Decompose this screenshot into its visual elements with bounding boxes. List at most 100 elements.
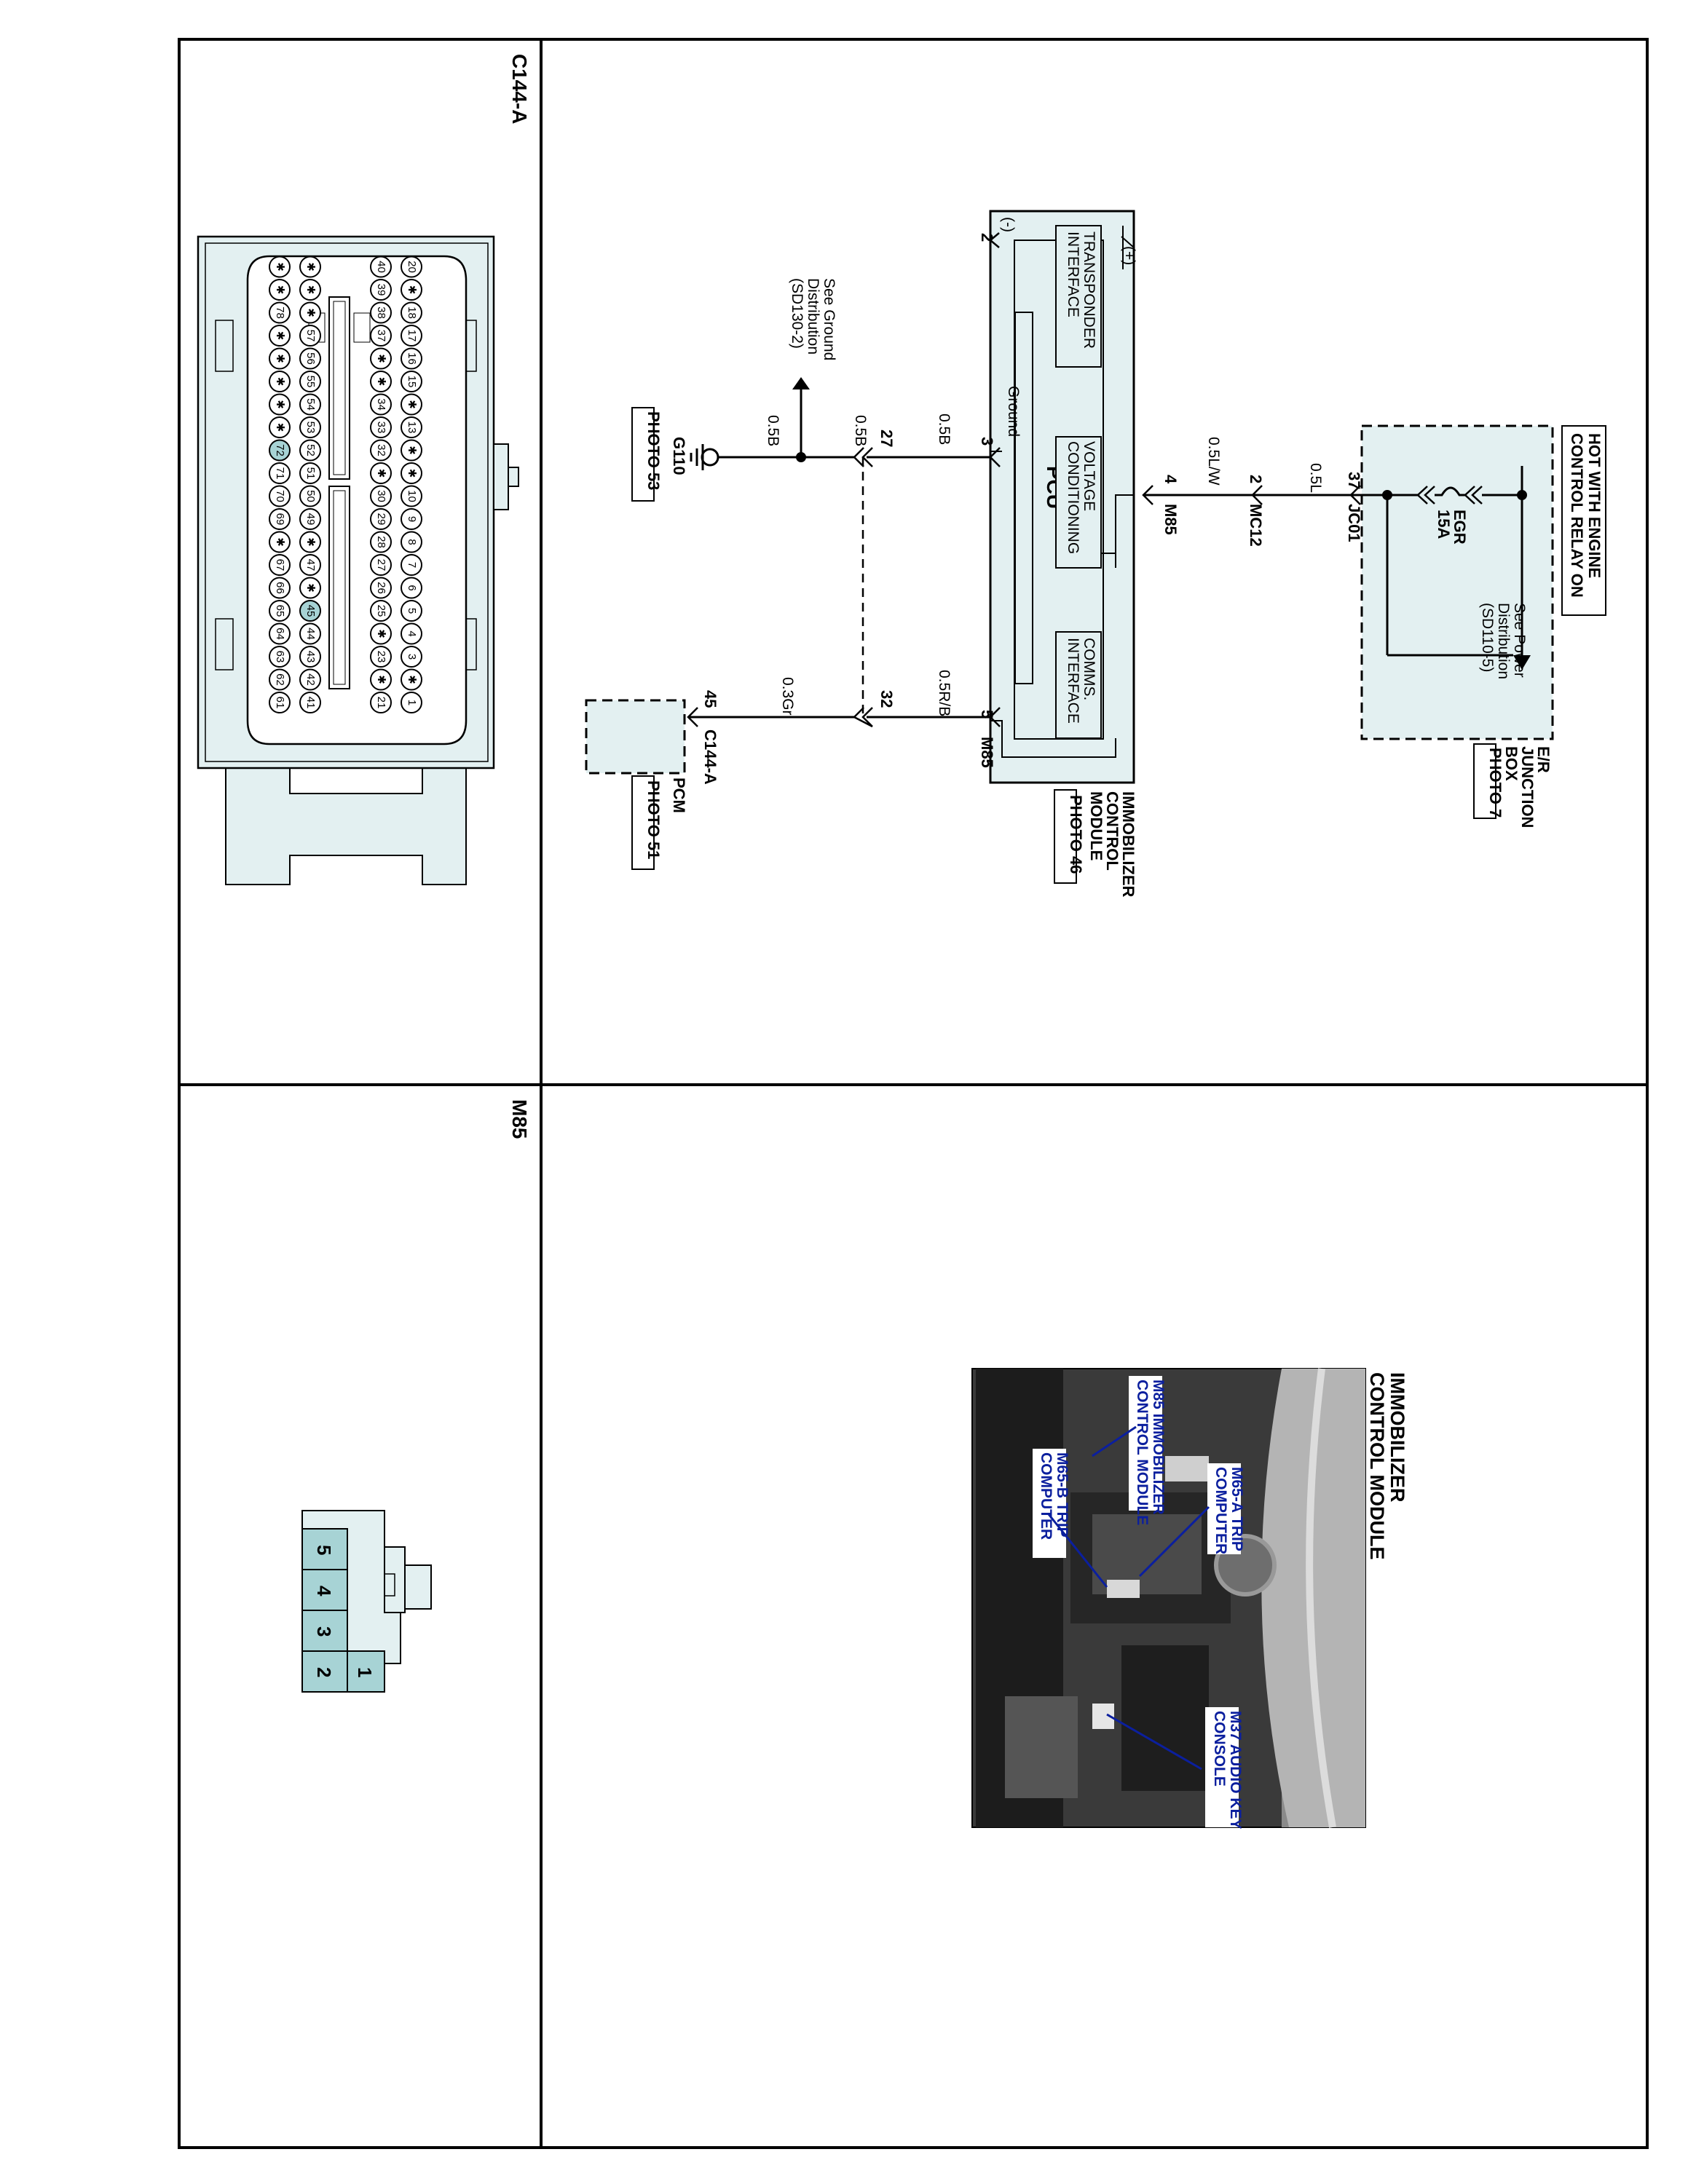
- c144a-pin-cavity: [370, 692, 392, 713]
- m85-pin-label: 5: [313, 1545, 335, 1555]
- mc12-wire: 0.5L/W: [1205, 437, 1222, 486]
- jc01-connector: JC01: [1345, 504, 1363, 542]
- photo-callouts: M65-A TRIP COMPUTER M85 IMMOBILIZER CONT…: [1033, 1376, 1245, 1829]
- c144a-pin-cavity: [269, 600, 291, 622]
- c144a-pin-label: 32: [375, 444, 387, 456]
- c144a-pin-cavity: [401, 646, 422, 668]
- power-feed-wire: 37 JC01 0.5L 2 MC12 0.5L/W: [1142, 437, 1387, 547]
- c144a-pin-label: ✱: [406, 675, 418, 684]
- c144a-pin-label: 52: [304, 444, 317, 456]
- ground-ref-line: See Ground: [821, 278, 837, 360]
- photo-title: CONTROL MODULE: [1366, 1372, 1388, 1560]
- c144a-pin-label: ✱: [375, 377, 387, 387]
- c144a-pin-cavity: [401, 622, 422, 645]
- m85-pin-cell-1: [347, 1650, 385, 1693]
- c144a-pin-label: 6: [406, 585, 418, 590]
- c144a-pin-cavity: [299, 577, 321, 599]
- comms-label: COMMS.: [1081, 638, 1097, 700]
- c144a-pin-cavity: [401, 371, 422, 392]
- c144a-pin-label: ✱: [406, 285, 418, 295]
- callout-m65b: COMPUTER: [1038, 1452, 1054, 1540]
- er-junction-box: E/R JUNCTION BOX PHOTO 7: [1360, 424, 1554, 828]
- junction-box-name: E/R: [1534, 746, 1553, 773]
- c144a-pin-cavity: [401, 393, 422, 416]
- c144a-pin-label: ✱: [274, 537, 286, 547]
- c144a-pin-cavity: [269, 622, 291, 645]
- c144a-pin-cavity: [269, 508, 291, 530]
- m85-pin-cell-2: [301, 1650, 348, 1693]
- c144a-pin-label: 37: [375, 330, 387, 342]
- mc12-pin: 2: [1247, 475, 1265, 483]
- c144a-pin-label: ✱: [274, 331, 286, 341]
- voltage-label: CONDITIONING: [1065, 441, 1081, 554]
- c144a-pin-label: 42: [304, 673, 317, 686]
- c144a-pin-cavity: [401, 600, 422, 622]
- c144a-pin-label: ✱: [304, 537, 317, 547]
- c144a-pin-cavity: [401, 301, 422, 324]
- photo-title: IMMOBILIZER: [1387, 1372, 1408, 1502]
- module-name: CONTROL: [1103, 791, 1121, 871]
- c144a-pin-cavity: [370, 531, 392, 553]
- c144a-pin-label: 3: [406, 654, 418, 660]
- c144a-pin-cavity: [401, 416, 422, 438]
- c144a-pin-label: 67: [274, 559, 286, 571]
- transponder-label: INTERFACE: [1065, 232, 1081, 317]
- c144a-pin-cavity: [370, 325, 392, 347]
- c144a-pin-cavity: [269, 371, 291, 392]
- pcm-wire-label: 0.3Gr: [779, 677, 796, 716]
- c144a-pin-cavity: [370, 508, 392, 530]
- power-ref-line: See Power: [1511, 603, 1528, 678]
- callout-m85: CONTROL MODULE: [1134, 1380, 1151, 1525]
- g110-label: G110: [670, 437, 688, 475]
- c144a-pin-cavity: [269, 554, 291, 576]
- junction-box-name: JUNCTION: [1518, 746, 1537, 828]
- c144a-pin-cavity: [299, 279, 321, 301]
- c144a-pin-label: 41: [304, 697, 317, 709]
- c144a-pin-label: ✱: [304, 262, 317, 272]
- module-photo: PHOTO 46: [1067, 795, 1085, 874]
- power-ref-line: Distribution: [1495, 603, 1512, 679]
- c144a-pin-cavity: [299, 622, 321, 645]
- c144a-pin-cavity: [299, 301, 321, 324]
- callout-m65b: M65-B TRIP: [1054, 1452, 1070, 1538]
- module-connector-m85-lower: M85: [978, 737, 996, 768]
- c144a-pin-cavity: [299, 508, 321, 530]
- c144a-pin-cavity: [269, 301, 291, 324]
- c144a-pin-cavity: [401, 577, 422, 599]
- callout-m85: M85 IMMOBILIZER: [1150, 1380, 1167, 1515]
- c144a-pin-label: 45: [304, 605, 317, 617]
- pcm-wire-pin: 32: [877, 690, 896, 708]
- c144a-pin-label: ✱: [375, 469, 387, 478]
- c144a-pin-label: 72: [274, 444, 286, 456]
- c144a-pin-label: ✱: [274, 354, 286, 363]
- c144a-pin-label: 71: [274, 467, 286, 480]
- voltage-label: VOLTAGE: [1081, 441, 1097, 511]
- c144a-pin-cavity: [401, 508, 422, 530]
- callout-m37: CONSOLE: [1211, 1711, 1228, 1787]
- ground-ref-line: Distribution: [805, 278, 821, 355]
- mc12-connector: MC12: [1247, 504, 1265, 547]
- c144a-pin-label: 69: [274, 513, 286, 526]
- c144a-pin-cavity: [370, 462, 392, 484]
- c144a-pin-label: ✱: [274, 262, 286, 272]
- c144a-pin-cavity: [269, 692, 291, 713]
- c144a-pin-cavity: [401, 439, 422, 462]
- c144a-pin-label: ✱: [274, 377, 286, 387]
- c144a-pin-cavity: [370, 554, 392, 576]
- c144a-pin-label: 78: [274, 306, 286, 319]
- c144a-pin-cavity: [269, 531, 291, 553]
- callout-m65a: M65-A TRIP: [1228, 1467, 1245, 1551]
- c144a-pin-cavity: [269, 462, 291, 484]
- c144a-pin-label: 50: [304, 490, 317, 502]
- photo-image: [971, 1368, 1366, 1828]
- module-ground-label: Ground: [1005, 386, 1022, 437]
- c144a-pin-label: 18: [406, 306, 418, 319]
- c144a-pin-label: 25: [375, 605, 387, 617]
- junction-box-photo: PHOTO 7: [1486, 748, 1504, 818]
- c144a-pin-cavity: [370, 256, 392, 278]
- pcm-connector: C144-A: [701, 729, 719, 785]
- c144a-pin-label: 54: [304, 398, 317, 411]
- c144a-pin-cavity: [299, 256, 321, 278]
